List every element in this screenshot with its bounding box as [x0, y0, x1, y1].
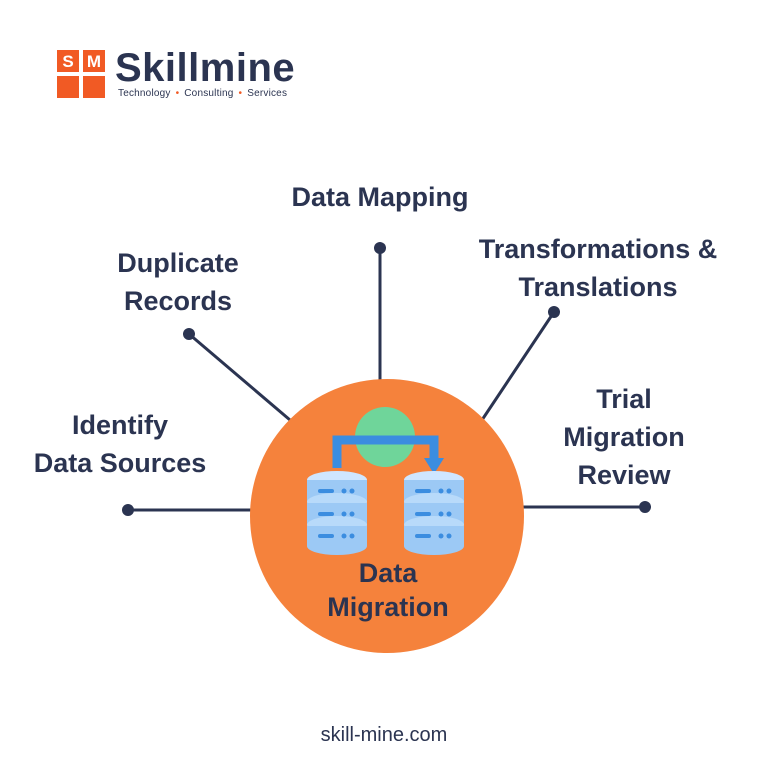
dot-transformations: [548, 306, 560, 318]
label-transformations: Transformations & Translations: [446, 230, 750, 306]
skillmine-logo-mark: S M: [57, 50, 105, 98]
center-label-line-1: Data: [358, 558, 418, 588]
label-duplicate-records-line-1: Duplicate: [117, 248, 239, 278]
label-transformations-line-1: Transformations &: [478, 234, 718, 264]
database-transfer-icon: [307, 407, 464, 555]
logo-mark-letter-s: S: [62, 52, 73, 71]
tagline-services: Services: [247, 88, 288, 99]
brand-logo: S M Skillmine Technology • Consulting • …: [57, 44, 327, 104]
database-right-icon: [404, 471, 464, 555]
label-trial-review-line-1: Trial: [596, 384, 652, 414]
label-duplicate-records-line-2: Records: [123, 286, 233, 316]
dot-data-mapping: [374, 242, 386, 254]
label-trial-review: Trial Migration Review: [536, 380, 712, 494]
label-identify-sources: Identify Data Sources: [14, 406, 226, 482]
brand-tagline: Technology • Consulting • Services: [118, 88, 287, 99]
connector-end-dots: [122, 242, 651, 516]
tagline-consulting: Consulting: [184, 88, 234, 99]
dot-trial-review: [639, 501, 651, 513]
center-label: Data Migration: [288, 556, 488, 624]
label-trial-review-line-3: Review: [577, 460, 671, 490]
dot-duplicate-records: [183, 328, 195, 340]
label-trial-review-line-2: Migration: [563, 422, 685, 452]
label-duplicate-records: Duplicate Records: [86, 244, 270, 320]
brand-name: Skillmine: [115, 46, 296, 90]
center-label-line-2: Migration: [327, 592, 449, 622]
connector-transformations: [480, 311, 556, 421]
dot-identify-sources: [122, 504, 134, 516]
footer-url[interactable]: skill-mine.com: [320, 724, 448, 746]
label-data-mapping-text: Data Mapping: [291, 182, 469, 212]
tagline-separator: •: [238, 88, 243, 99]
connector-lines: [128, 248, 645, 512]
database-left-icon: [307, 471, 367, 555]
logo-mark-letter-m: M: [87, 52, 101, 71]
connector-duplicate-records: [188, 332, 291, 422]
label-identify-sources-line-1: Identify: [71, 410, 168, 440]
label-transformations-line-2: Translations: [518, 272, 678, 302]
center-circle: [250, 379, 524, 653]
tagline-separator: •: [175, 88, 180, 99]
tagline-technology: Technology: [118, 88, 171, 99]
label-identify-sources-line-2: Data Sources: [33, 448, 207, 478]
label-data-mapping: Data Mapping: [230, 178, 530, 216]
